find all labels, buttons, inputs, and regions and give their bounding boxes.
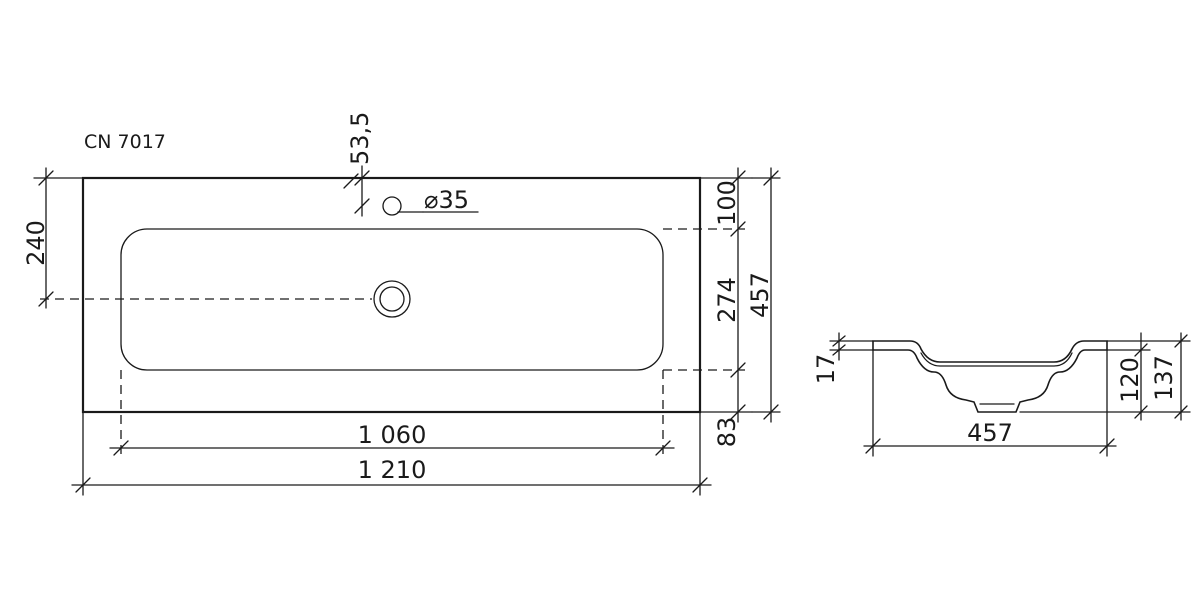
dim-240-label: 240 [22, 220, 50, 266]
dim-120-label: 120 [1116, 357, 1144, 403]
bowl-inner-line [920, 352, 1073, 367]
top-view [40, 176, 745, 458]
dim-17: 17 [812, 332, 874, 385]
side-view [872, 340, 1108, 413]
dim-17-label: 17 [812, 354, 840, 385]
drain-outer [373, 280, 411, 318]
tap-hole [382, 196, 402, 216]
tap-diameter-label: ⌀35 [424, 186, 469, 214]
dim-100-label: 100 [713, 180, 741, 226]
tap-offset-label: 53,5 [346, 112, 374, 165]
dim-240: 240 [22, 167, 84, 309]
dim-tap-offset: 53,5 ⌀35 [343, 112, 479, 217]
dim-457-side-label: 457 [967, 419, 1013, 447]
dim-right-chain: 100 274 83 [699, 167, 753, 448]
dim-274-label: 274 [713, 277, 741, 323]
dim-side-heights: 120 137 [1019, 332, 1191, 421]
section-profile [872, 340, 1108, 413]
bowl-outline [120, 228, 664, 371]
dim-1210: 1 210 [71, 411, 712, 496]
dim-83-label: 83 [713, 417, 741, 448]
model-label: CN 7017 [84, 131, 166, 153]
dim-1060-label: 1 060 [358, 421, 427, 449]
dim-457-top: 457 [746, 167, 781, 423]
drain-inner [379, 286, 405, 312]
dim-1210-label: 1 210 [358, 456, 427, 484]
countertop-outline [81, 176, 702, 414]
dim-1060: 1 060 [109, 421, 675, 456]
dim-457-label: 457 [746, 272, 774, 318]
dim-457-side: 457 [863, 349, 1117, 457]
dim-137-label: 137 [1150, 355, 1178, 401]
